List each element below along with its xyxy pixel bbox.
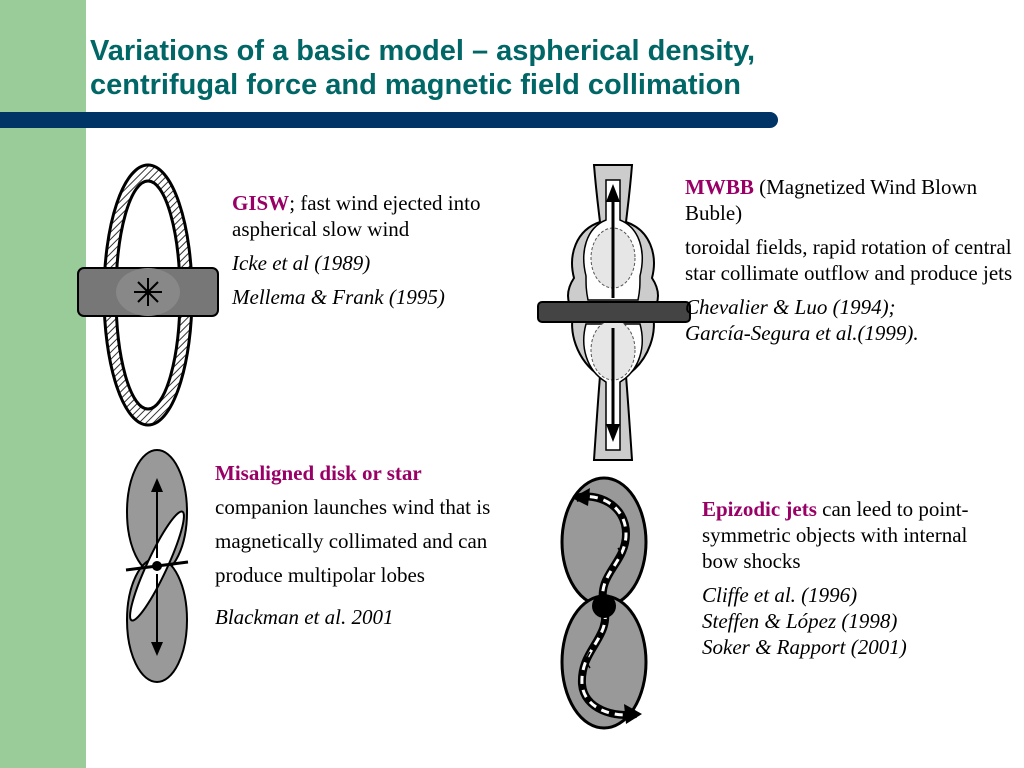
slide-title-line-2: centrifugal force and magnetic field col… [90, 69, 741, 101]
epizodic-ref-1: Cliffe et al. (1996) [702, 583, 858, 607]
epizodic-ref-2: Steffen & López (1998) [702, 609, 898, 633]
gisw-description: ; fast wind ejected into aspherical slow… [232, 191, 481, 241]
gisw-text: GISW; fast wind ejected into aspherical … [232, 190, 532, 318]
mwbb-text: MWBB (Magnetized Wind Blown Buble) toroi… [685, 174, 1015, 354]
epizodic-text: Epizodic jets can leed to point-symmetri… [702, 496, 1002, 660]
title-background [86, 0, 1024, 116]
slide-title-line-1: Variations of a basic model – aspherical… [90, 35, 756, 67]
misaligned-ref-1: Blackman et al. 2001 [215, 605, 394, 629]
gisw-diagram [77, 163, 219, 427]
misaligned-disk-diagram [125, 449, 189, 683]
epizodic-jets-diagram [560, 476, 648, 730]
title-underline-bar [0, 112, 778, 128]
misaligned-description: companion launches wind that is magnetic… [215, 495, 491, 587]
mwbb-ref-1: Chevalier & Luo (1994); [685, 295, 896, 319]
mwbb-ref-2: García-Segura et al.(1999). [685, 321, 919, 345]
mwbb-subtitle: (Magnetized Wind Blown Buble) [685, 175, 978, 225]
gisw-keyword: GISW [232, 191, 290, 215]
mwbb-diagram [537, 164, 691, 461]
left-green-strip [0, 0, 86, 768]
epizodic-ref-3: Soker & Rapport (2001) [702, 635, 907, 659]
mwbb-keyword: MWBB [685, 175, 754, 199]
misaligned-text: Misaligned disk or star companion launche… [215, 456, 525, 642]
epizodic-description: can leed to point-symmetric objects with… [702, 497, 969, 573]
gisw-ref-2: Mellema & Frank (1995) [232, 285, 445, 309]
misaligned-keyword: Misaligned disk or star [215, 461, 422, 485]
slide-title: Variations of a basic model – aspherical… [90, 34, 990, 102]
gisw-ref-1: Icke et al (1989) [232, 251, 371, 275]
mwbb-description: toroidal fields, rapid rotation of centr… [685, 235, 1013, 285]
epizodic-keyword: Epizodic jets [702, 497, 817, 521]
